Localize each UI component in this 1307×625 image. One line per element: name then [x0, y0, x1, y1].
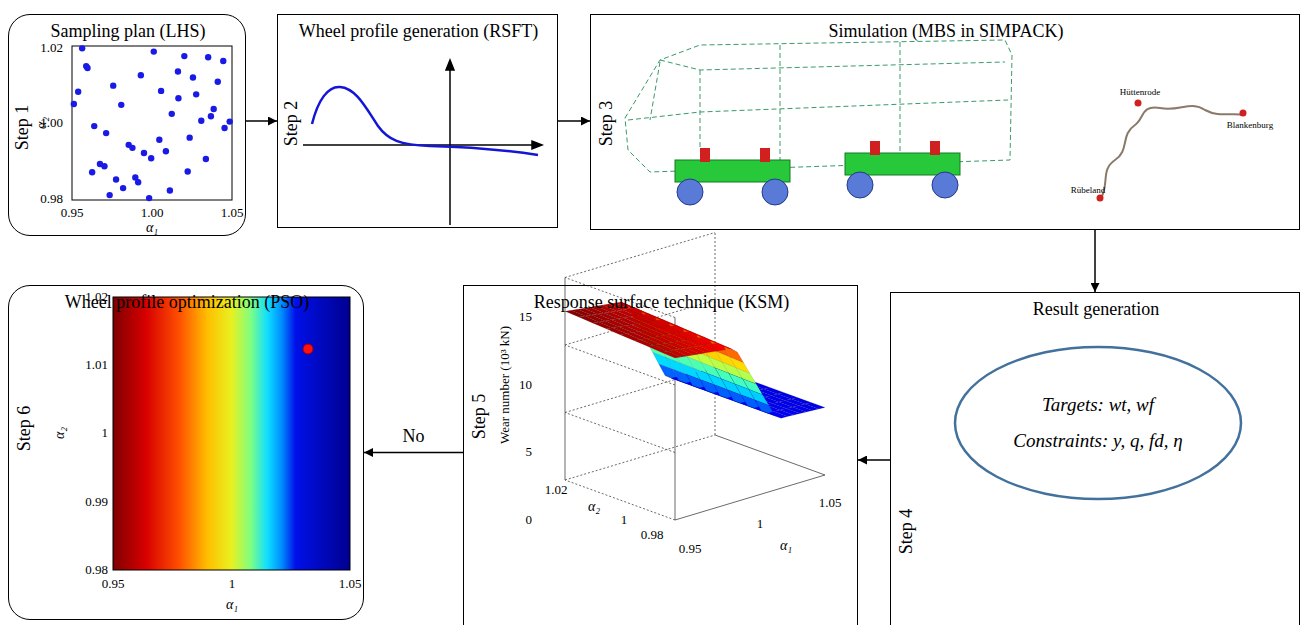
tick-label: 0.95: [679, 541, 702, 557]
tick-label: 1: [102, 425, 109, 441]
map-label: Hüttenrode: [1120, 87, 1161, 97]
route-map: [1097, 100, 1247, 202]
axis-title: α₁: [780, 538, 792, 554]
process-box: Wheel profile optimization (PSO)Step 6: [8, 285, 364, 620]
step-label: Step 3: [597, 100, 618, 146]
map-label: Rübeland: [1071, 185, 1106, 195]
axis-title: α₂: [588, 499, 600, 515]
tick-label: 1.02: [85, 289, 108, 305]
step-label: Step 1: [13, 104, 34, 150]
step-label: Step 6: [15, 405, 36, 451]
edge-label: No: [401, 426, 427, 447]
tick-label: 1: [621, 512, 628, 528]
sample-points: [71, 45, 233, 201]
tick-label: 0.98: [40, 191, 63, 207]
response-surface: [565, 233, 825, 521]
tick-label: 1: [757, 516, 764, 532]
tick-label: 1.02: [545, 482, 568, 498]
box-title: Result generation: [1033, 299, 1159, 320]
step-label: Step 4: [897, 508, 918, 554]
map-label: Blankenburg: [1227, 120, 1273, 130]
tick-label: 0.98: [641, 527, 664, 543]
ellipse-text: Constraints: y, q, fd, η: [1013, 430, 1182, 452]
tick-label: 10: [519, 377, 532, 393]
axis-title: α₂: [52, 427, 68, 439]
flow-arrow: [1094, 230, 1096, 292]
tick-label: 0.98: [85, 562, 108, 578]
process-box: Result generationStep 4 Targets: wt, wf Co…: [890, 292, 1300, 625]
profile-axes: [303, 60, 542, 225]
flow-arrow: [364, 452, 463, 454]
axis-title: α₂: [34, 117, 50, 129]
tick-label: 15: [519, 309, 532, 325]
box-title: Sampling plan (LHS): [51, 21, 206, 42]
flow-arrow: [858, 459, 890, 461]
ellipse-text: Targets: wt, wf: [1042, 394, 1154, 416]
box-title: Simulation (MBS in SIMPACK): [829, 21, 1064, 42]
tick-label: Wear number (10³ kN): [497, 326, 513, 444]
tick-label: 0.95: [102, 576, 125, 592]
step-label: Step 5: [470, 393, 491, 439]
process-box: Response surface technique (KSM) Step 5: [463, 285, 858, 625]
plot-frame: [72, 46, 232, 200]
tick-label: 1: [229, 576, 236, 592]
tick-label: 1.05: [339, 576, 362, 592]
wheel-profile-curve: [312, 87, 538, 155]
ellipse-node: Targets: wt, wf Constraints: y, q, fd, η: [953, 345, 1243, 501]
axis-title: α₁: [146, 220, 158, 236]
tick-label: 1.01: [85, 357, 108, 373]
heatmap: [113, 297, 350, 570]
ellipse-outline: [953, 345, 1243, 501]
flow-arrow: [558, 120, 590, 122]
axis-title: α₁: [226, 597, 238, 613]
tick-label: 1.05: [819, 495, 842, 511]
tick-label: 0: [526, 512, 533, 528]
tick-label: 1.00: [141, 205, 164, 221]
bogies: [675, 141, 960, 205]
tick-label: 5: [526, 444, 533, 460]
tick-label: 1.02: [40, 40, 63, 56]
vehicle-model: [625, 40, 1012, 172]
process-box: Simulation (MBS in SIMPACK) Step 3: [590, 14, 1300, 230]
flow-arrow: [246, 120, 277, 122]
box-title: Response surface technique (KSM): [534, 292, 789, 313]
step-label: Step 2: [282, 100, 303, 146]
box-title: Wheel profile generation (RSFT): [299, 21, 538, 42]
tick-label: 0.99: [85, 494, 108, 510]
tick-label: 1.05: [221, 205, 244, 221]
tick-label: 0.95: [61, 205, 84, 221]
process-box: Wheel profile generation (RSFT) Step 2: [277, 14, 558, 228]
optimum-point: [303, 344, 313, 354]
